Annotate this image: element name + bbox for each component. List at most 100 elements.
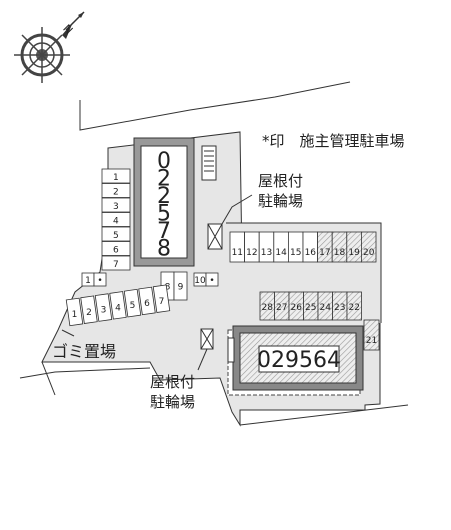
parking-slot-diag-5: 5 — [123, 288, 142, 318]
parking-slot-19: 19 — [346, 231, 362, 263]
garbage-label: ゴミ置場 — [52, 342, 116, 361]
building-north-digit: 2 — [157, 167, 171, 192]
parking-left-column: 1 2 3 4 5 6 7 — [101, 168, 131, 271]
parking-slot-c-0: 10 — [193, 272, 207, 287]
legend-text: *印 施主管理駐車場 — [262, 132, 405, 150]
parking-row-a: 1• — [81, 272, 107, 287]
bike-shelter-2-label-line1: 屋根付 — [150, 373, 195, 391]
bike-shelter-1-label-line1: 屋根付 — [258, 172, 303, 190]
parking-slot-label: 14 — [275, 248, 287, 258]
parking-slot-left-6: 6 — [101, 241, 131, 256]
parking-slot-28: 28 — [259, 291, 275, 321]
parking-slot-diag-4: 4 — [109, 291, 127, 320]
compass-icon: N — [14, 11, 85, 83]
parking-slot-label: • — [209, 276, 214, 286]
parking-slot-diag-3: 3 — [94, 293, 113, 322]
parking-slot-24: 24 — [317, 291, 333, 321]
parking-slot-b-1: 9 — [173, 271, 188, 301]
parking-slot-27: 27 — [274, 291, 290, 321]
parking-slot-label: 24 — [320, 303, 332, 313]
parking-slot-label: 1 — [113, 173, 119, 183]
parking-slot-label: 9 — [178, 283, 184, 293]
parking-slot-label: 7 — [113, 260, 119, 270]
parking-slot-left-3: 3 — [101, 197, 131, 213]
parking-slot-label: 19 — [348, 248, 360, 258]
parking-slot-label: 22 — [349, 303, 360, 313]
building-south: 029564 — [227, 325, 364, 396]
parking-slot-label: 18 — [334, 248, 346, 258]
parking-slot-label: 5 — [113, 231, 119, 241]
parking-slot-label: 1 — [72, 310, 78, 320]
parking-slot-25: 25 — [303, 291, 319, 321]
bike-shelter-1 — [207, 194, 253, 250]
parking-slot-left-4: 4 — [101, 212, 131, 227]
building-south-id: 029564 — [257, 348, 341, 373]
building-north-digit: 7 — [157, 219, 171, 244]
parking-slot-label: 12 — [246, 248, 257, 258]
parking-slot-label: 6 — [113, 246, 119, 256]
parking-slot-26: 26 — [288, 291, 304, 321]
parking-slot-label: 2 — [86, 308, 92, 318]
parking-slot-label: 28 — [262, 303, 274, 313]
building-north-digit: 5 — [157, 202, 171, 227]
parking-slot-label: 23 — [334, 303, 345, 313]
building-north-digit: 8 — [157, 237, 171, 262]
parking-slot-label: 17 — [319, 248, 330, 258]
parking-slot-label: 5 — [130, 301, 136, 311]
parking-slot-label: 8 — [165, 283, 171, 293]
bike-shelter-2 — [197, 328, 214, 371]
parking-slot-left-5: 5 — [101, 226, 131, 242]
parking-slot-a-1: • — [93, 272, 107, 287]
parking-slot-label: 15 — [290, 248, 301, 258]
parking-slot-diag-1: 1 — [65, 297, 84, 327]
parking-slot-label: • — [97, 276, 102, 286]
parking-slot-label: 26 — [291, 303, 303, 313]
parking-slot-label: 3 — [101, 306, 107, 316]
parking-slot-label: 10 — [194, 276, 206, 286]
parking-slot-label: 2 — [113, 188, 119, 198]
parking-slot-label: 4 — [113, 217, 119, 227]
bike-shelter-2-label-line2: 駐輪場 — [150, 393, 195, 411]
parking-row-c: 10• — [193, 272, 219, 287]
parking-slot-15: 15 — [287, 231, 304, 263]
building-north-digit: 2 — [157, 184, 171, 209]
parking-slot-left-1: 1 — [101, 168, 131, 184]
parking-slot-left-2: 2 — [101, 183, 131, 198]
parking-slot-22: 22 — [346, 291, 362, 321]
parking-slot-c-1: • — [205, 272, 219, 287]
parking-slot-12: 12 — [244, 231, 260, 263]
parking-slot-label: 25 — [305, 303, 316, 313]
parking-slot-label: 20 — [363, 248, 375, 258]
parking-slot-23: 23 — [332, 291, 348, 321]
parking-slot-21: 21 — [363, 319, 380, 351]
parking-slot-diag-6: 6 — [138, 286, 156, 316]
parking-slot-18: 18 — [331, 231, 348, 263]
parking-slot-diag-2: 2 — [80, 295, 98, 324]
parking-slot-label: 3 — [113, 202, 119, 212]
parking-slot-16: 16 — [302, 231, 319, 263]
bike-shelter-1-label-line2: 駐輪場 — [258, 192, 303, 210]
parking-slot-label: 27 — [276, 303, 287, 313]
parking-slot-11: 11 — [229, 231, 246, 263]
parking-slot-label: 21 — [366, 336, 377, 346]
parking-slot-20: 20 — [360, 231, 377, 263]
parking-slot-label: 1 — [85, 276, 91, 286]
parking-slot-14: 14 — [273, 231, 289, 263]
parking-slot-17: 17 — [317, 231, 333, 263]
parking-slot-label: 6 — [144, 299, 150, 309]
parking-slot-13: 13 — [258, 231, 275, 263]
parking-slot-label: 13 — [261, 248, 272, 258]
building-north-digit: 0 — [157, 149, 171, 174]
parking-slot-label: 4 — [115, 303, 121, 313]
parking-slot-label: 16 — [305, 248, 317, 258]
parking-slot-label: 11 — [232, 248, 243, 258]
parking-slot-label: 7 — [159, 297, 165, 307]
parking-slot-left-7: 7 — [101, 255, 131, 271]
parking-slot-a-0: 1 — [81, 272, 95, 287]
